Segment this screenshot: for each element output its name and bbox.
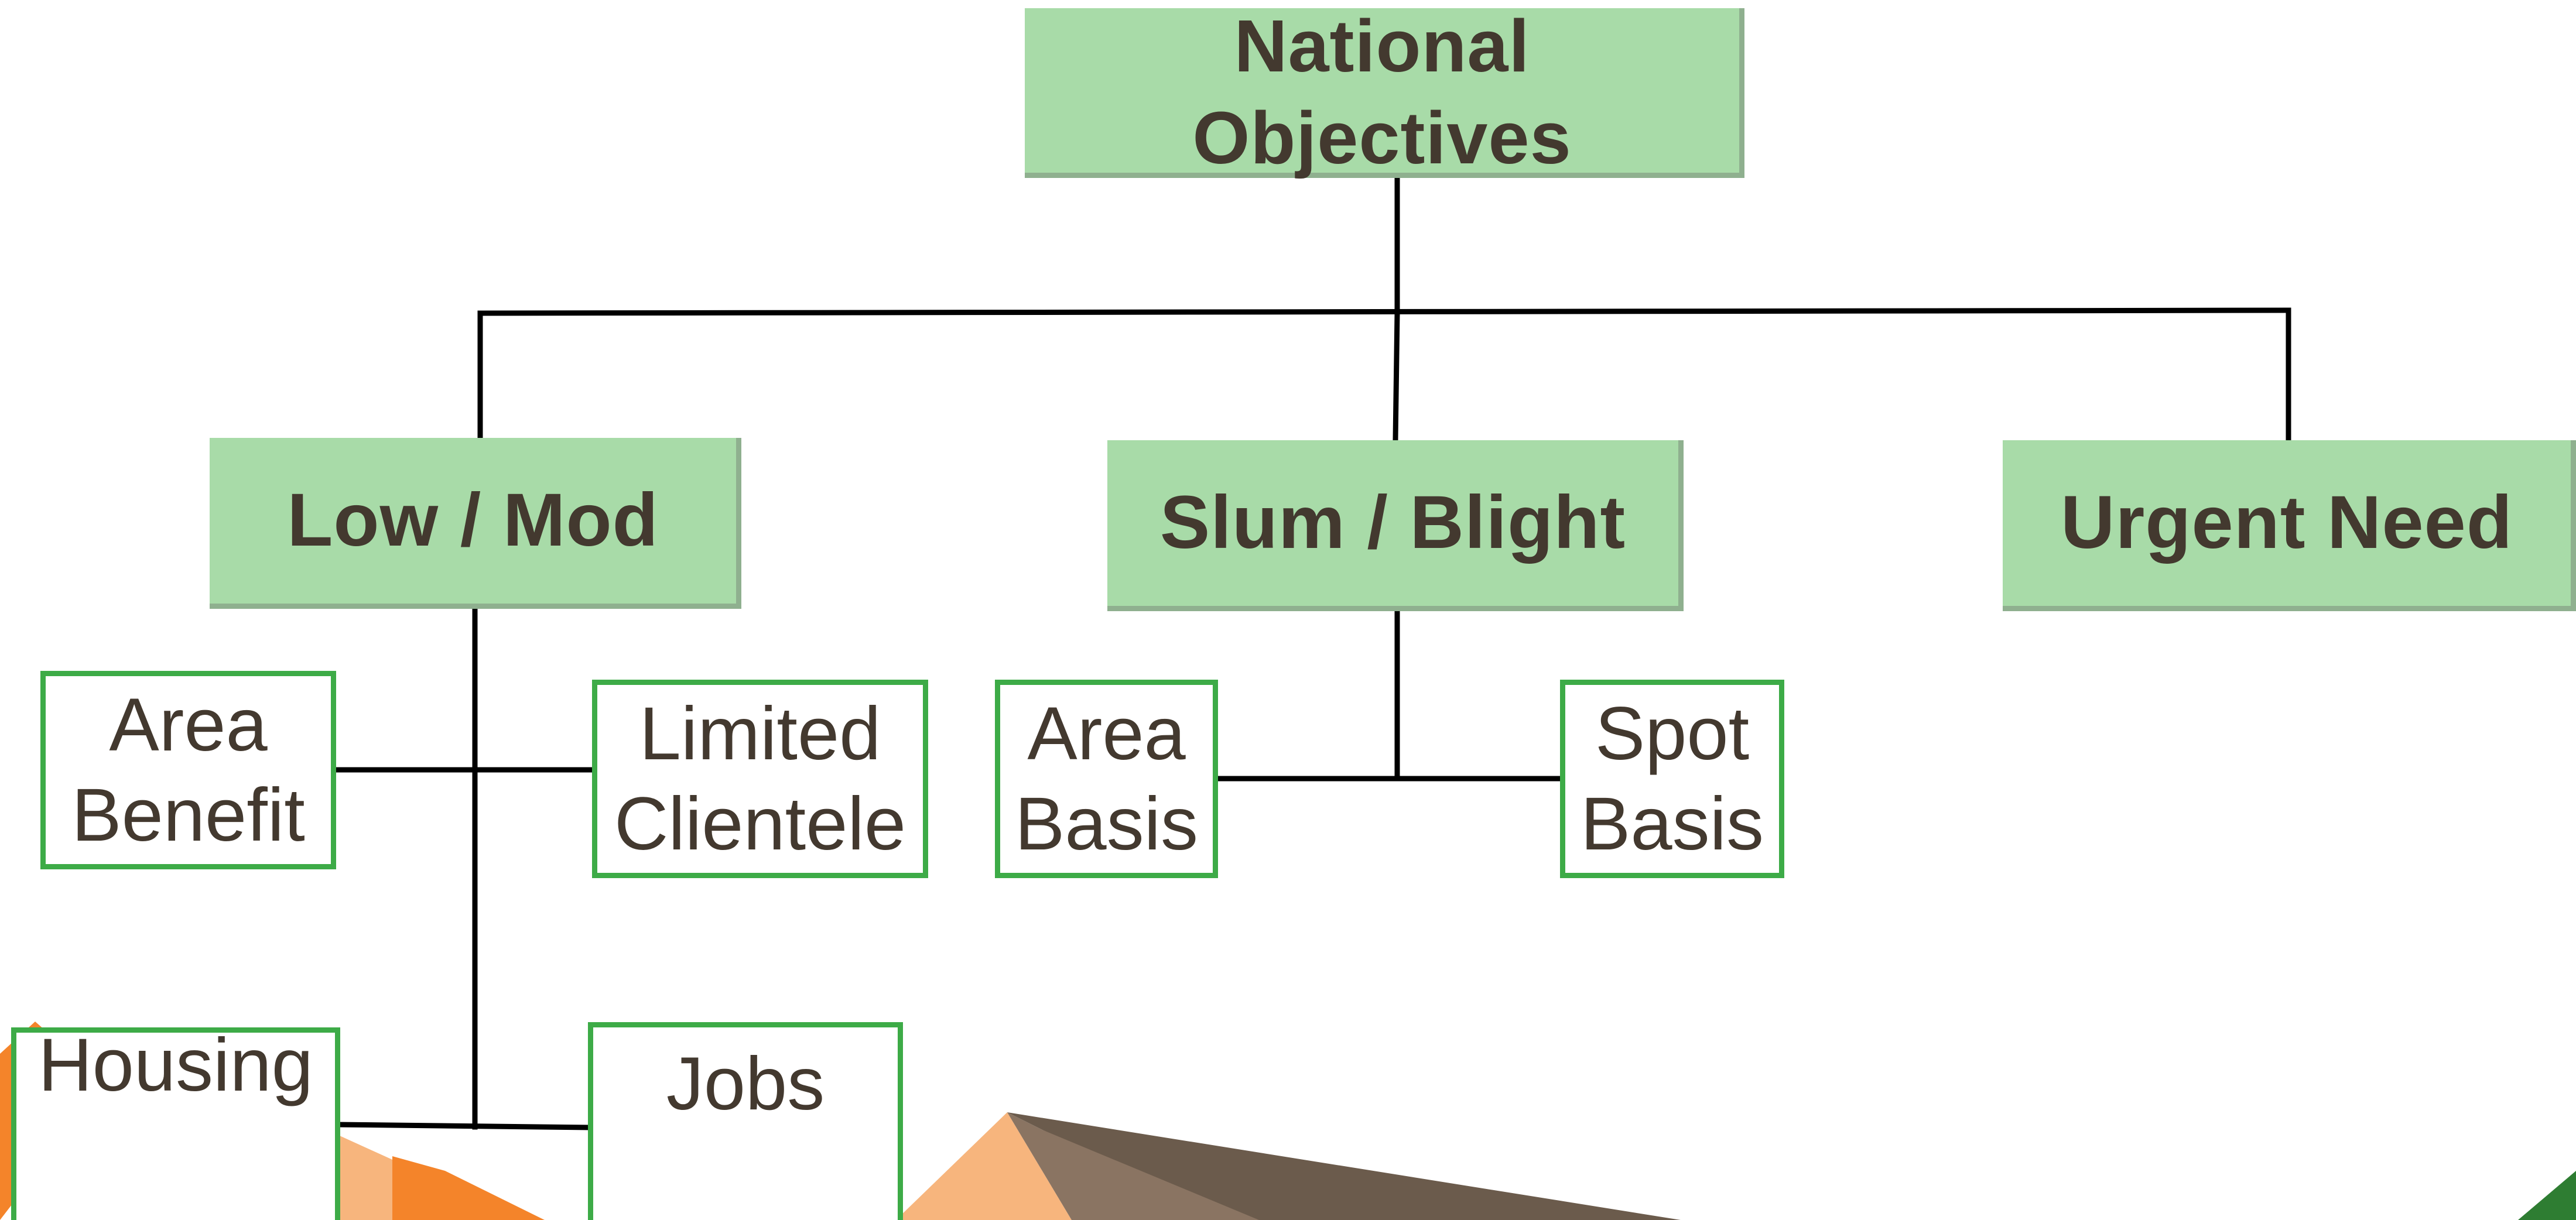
category-slum-blight: Slum / Blight xyxy=(1107,440,1684,611)
category-urgent-need-label: Urgent Need xyxy=(2061,481,2513,565)
item-area-benefit: Area Benefit xyxy=(40,671,336,869)
decor-brown-slope xyxy=(1007,1112,1681,1220)
connector-top-bar xyxy=(477,307,2291,316)
category-urgent-need: Urgent Need xyxy=(2003,440,2576,611)
decor-taupe-peak xyxy=(1007,1112,1288,1220)
item-housing-label: Housing xyxy=(38,1023,313,1108)
connector-housing-jobs xyxy=(336,1122,591,1130)
item-jobs-label: Jobs xyxy=(666,1042,825,1126)
item-area-benefit-label: Area Benefit xyxy=(71,683,305,857)
connectors xyxy=(331,173,2291,1130)
root-node-label: National Objectives xyxy=(1192,5,1572,179)
background-decoration xyxy=(0,1022,2576,1220)
category-low-mod: Low / Mod xyxy=(210,438,741,609)
item-limited-clientele: Limited Clientele xyxy=(592,680,928,878)
item-spot-basis: Spot Basis xyxy=(1560,680,1784,878)
category-low-mod-label: Low / Mod xyxy=(287,478,659,563)
category-slum-blight-label: Slum / Blight xyxy=(1159,481,1626,565)
decor-green-corner xyxy=(2518,1171,2576,1220)
item-housing: Housing xyxy=(11,1023,340,1220)
root-node-national-objectives: National Objectives xyxy=(1025,5,1744,179)
item-jobs: Jobs xyxy=(588,1022,903,1220)
decor-peach-right xyxy=(896,1112,1072,1220)
decor-orange-mid xyxy=(392,1156,545,1220)
item-area-basis-label: Area Basis xyxy=(1015,691,1198,866)
item-limited-clientele-label: Limited Clientele xyxy=(614,691,906,866)
item-spot-basis-label: Spot Basis xyxy=(1581,691,1764,866)
item-area-basis: Area Basis xyxy=(995,680,1218,878)
connector-to-slum-blight xyxy=(1393,310,1400,442)
